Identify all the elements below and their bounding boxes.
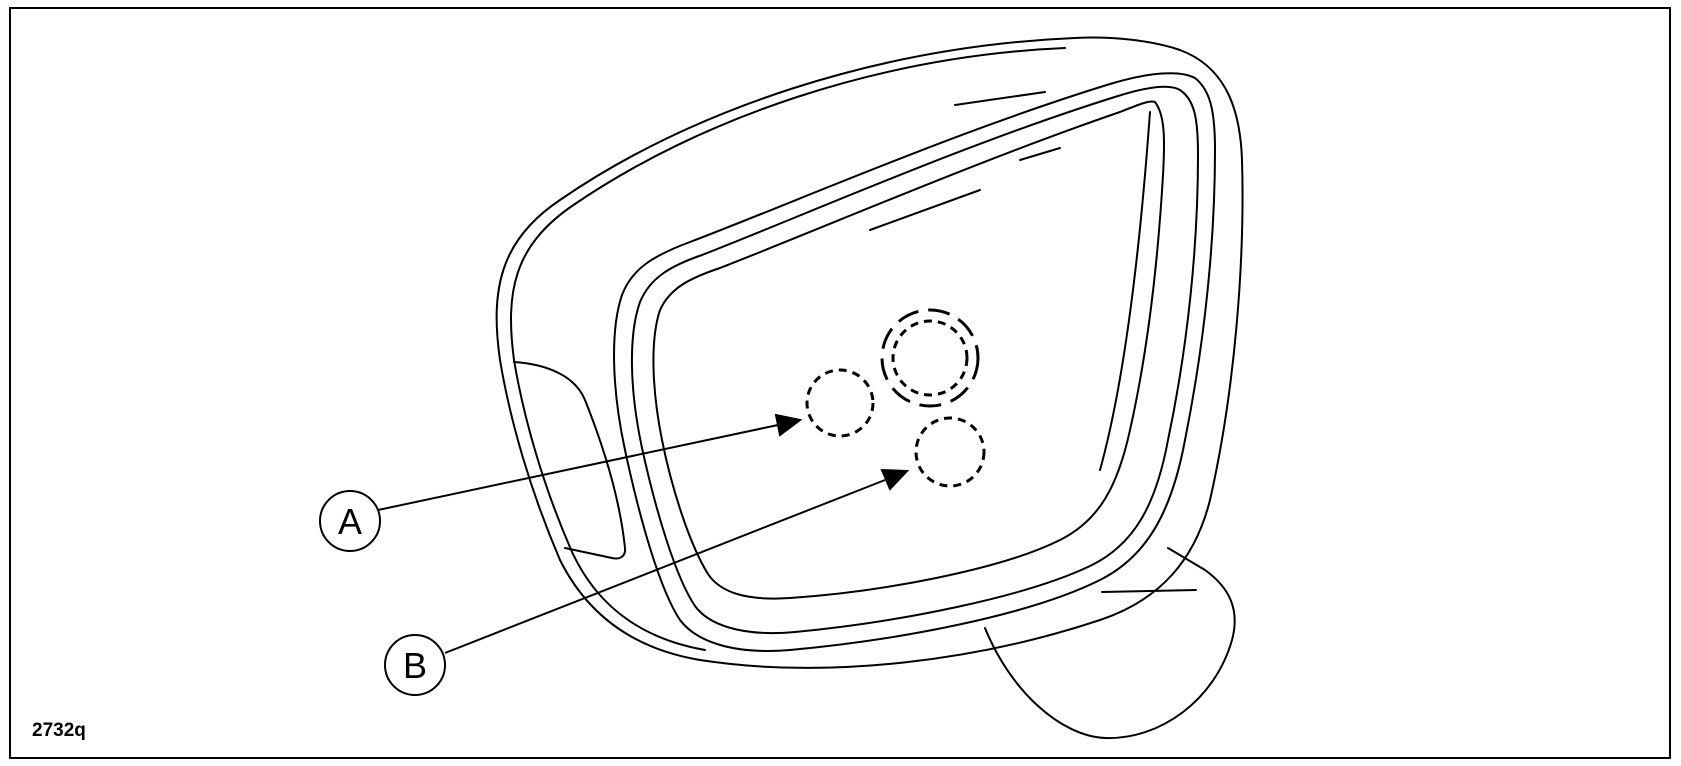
- arrowhead-b: [880, 468, 910, 491]
- sensor-marker-inner: [891, 319, 969, 397]
- callout-a: A: [319, 490, 381, 552]
- callout-b-label: B: [403, 645, 427, 686]
- sensor-marker-outer: [880, 308, 980, 408]
- point-a-marker: [805, 368, 875, 438]
- leader-lines: [377, 413, 910, 654]
- leader-line-b: [444, 479, 886, 654]
- diagram-border: [9, 7, 1671, 759]
- callout-b: B: [384, 634, 446, 696]
- callout-a-label: A: [338, 501, 362, 542]
- dashed-markers: [805, 308, 986, 488]
- mirror-housing: [495, 36, 1244, 740]
- figure-id: 2732q: [32, 720, 86, 741]
- point-b-marker: [914, 416, 986, 488]
- leader-line-a: [377, 424, 779, 511]
- arrowhead-a: [774, 413, 803, 437]
